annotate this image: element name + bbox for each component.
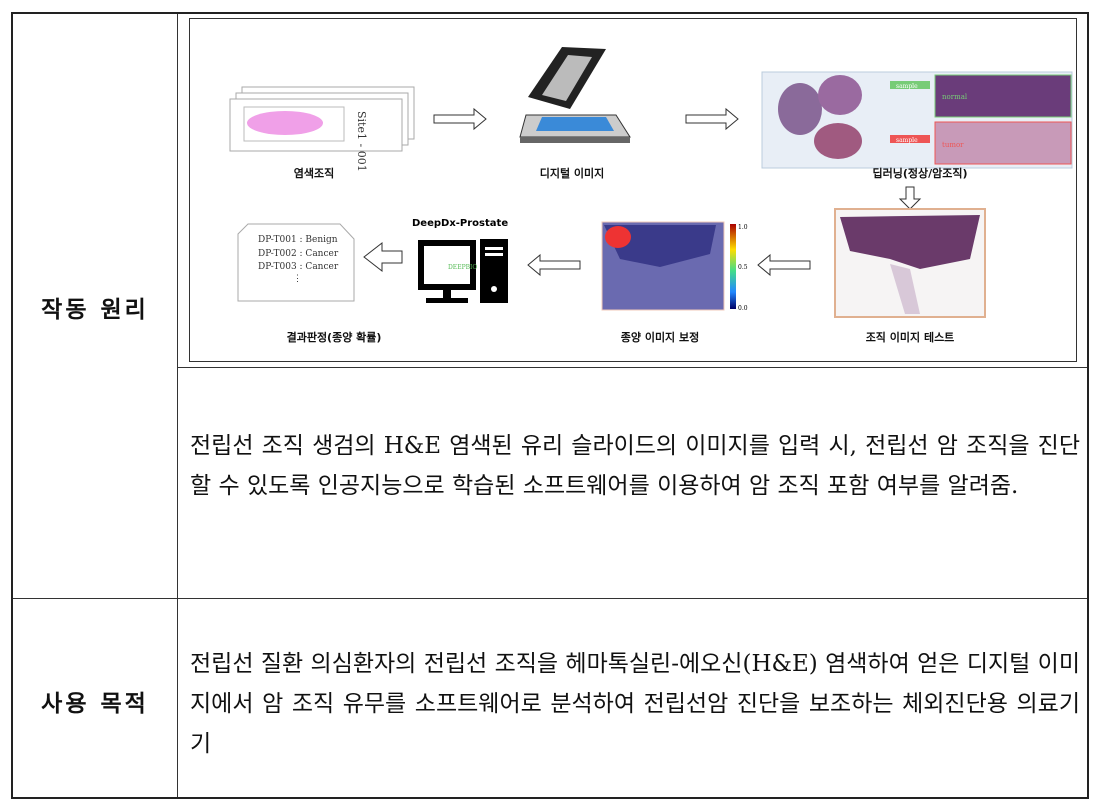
arrow-right-icon	[685, 107, 739, 131]
slide-label: Site1 - 001	[355, 111, 368, 172]
arrow-down-icon	[898, 186, 922, 210]
step-caption: 디지털 이미지	[539, 167, 605, 180]
software-name: DeepDx-Prostate	[412, 218, 508, 229]
column-divider	[177, 14, 178, 797]
row-label-purpose: 사용 목적	[41, 690, 149, 717]
result-line: DP-T003 : Cancer	[258, 262, 339, 272]
colorbar	[730, 224, 736, 309]
scanner-icon	[519, 47, 631, 143]
colorbar-tick: 1.0	[738, 224, 748, 231]
tumor-heatmap-image	[601, 221, 736, 311]
sample-label: sample	[896, 137, 918, 144]
result-line: DP-T002 : Cancer	[258, 249, 339, 259]
result-document-icon	[237, 223, 355, 302]
stained-slide-icon	[229, 86, 415, 152]
colorbar-tick: 0.5	[738, 264, 748, 271]
result-line: DP-T001 : Benign	[258, 235, 338, 245]
colorbar-tick: 0.0	[738, 305, 748, 312]
principle-description: 전립선 조직 생검의 H&E 염색된 유리 슬라이드의 이미지를 입력 시, 전…	[190, 433, 1080, 499]
normal-label: normal	[942, 93, 968, 101]
step-caption: 염색조직	[293, 167, 335, 180]
computer-icon	[418, 239, 508, 303]
ellipsis: ⋮	[293, 274, 302, 284]
deep-learning-image	[761, 71, 1073, 169]
cell-divider	[177, 367, 1087, 368]
step-caption: 조직 이미지 테스트	[865, 331, 955, 344]
step-caption: 딥러닝(정상/암조직)	[872, 167, 968, 180]
tissue-test-image	[834, 208, 986, 318]
sample-label: sample	[896, 83, 918, 90]
workflow-diagram: Site1 - 001	[189, 18, 1077, 362]
step-caption: 결과판정(종양 확률)	[286, 331, 382, 344]
step-caption: 종양 이미지 보정	[620, 331, 700, 344]
row-divider	[13, 598, 1087, 599]
purpose-description: 전립선 질환 의심환자의 전립선 조직을 헤마톡실린-에오신(H&E) 염색하여…	[190, 651, 1080, 757]
row-label-principle: 작동 원리	[41, 296, 149, 323]
deepbio-logo: DEEPBIO	[448, 264, 477, 271]
arrow-left-icon	[757, 253, 811, 277]
arrow-left-icon	[363, 241, 403, 273]
arrow-left-icon	[527, 253, 581, 277]
workflow-graphics: Site1 - 001	[229, 47, 1073, 318]
device-info-table: 작동 원리 사용 목적 Site1 - 001	[11, 12, 1089, 799]
arrow-right-icon	[433, 107, 487, 131]
tumor-label: tumor	[942, 141, 964, 149]
